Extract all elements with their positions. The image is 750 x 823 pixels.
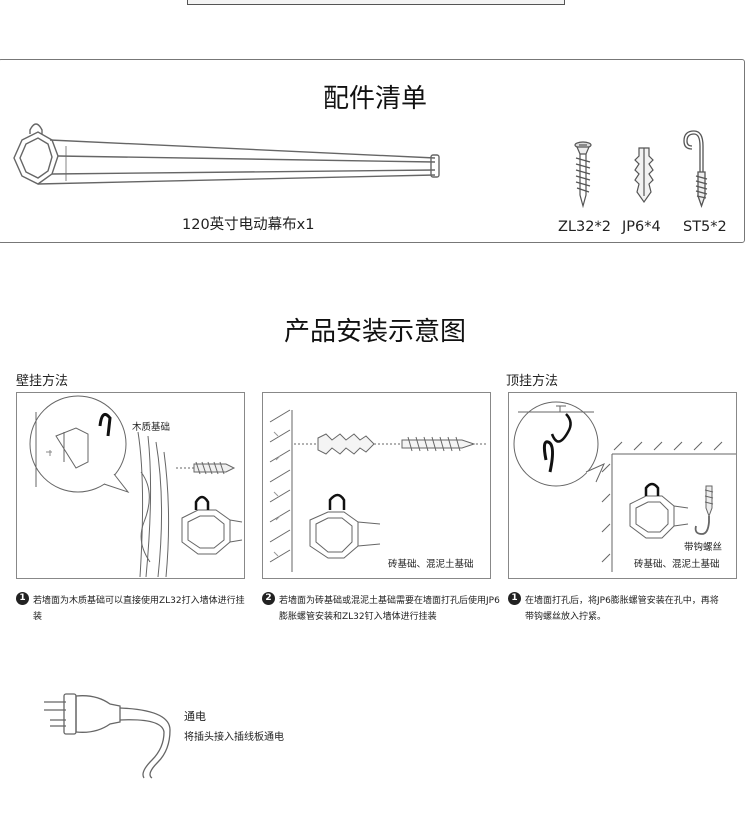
ceiling-diagram bbox=[513, 401, 736, 572]
install-panel-brick bbox=[262, 392, 491, 579]
ceiling-note: 在墙面打孔后，将JP6膨胀螺管安装在孔中，再将带钩螺丝放入拧紧。 bbox=[525, 596, 719, 622]
accessories-panel bbox=[0, 59, 745, 243]
brick-wall-diagram bbox=[269, 409, 488, 572]
wood-base-tag: 木质基础 bbox=[132, 422, 171, 433]
anchor-plug-icon bbox=[634, 147, 654, 204]
wood-wall-diagram bbox=[29, 395, 243, 578]
ceiling-base-tag: 砖基础、混泥土基础 bbox=[634, 559, 720, 570]
part-label-jp6: JP6*4 bbox=[622, 219, 661, 235]
accessories-title: 配件清单 bbox=[322, 84, 427, 114]
hook-screw-tag: 带钩螺丝 bbox=[684, 542, 723, 553]
wood-note: 若墙面为木质基础可以直接使用ZL32打入墙体进行挂装 bbox=[33, 596, 245, 622]
screw-icon bbox=[574, 141, 592, 209]
part-label-st5: ST5*2 bbox=[683, 219, 727, 235]
hook-screw-icon bbox=[683, 130, 708, 208]
screen-label: 120英寸电动幕布x1 bbox=[182, 217, 315, 233]
ceiling-mount-heading: 顶挂方法 bbox=[506, 374, 559, 389]
step-number-badge: 2 bbox=[262, 592, 275, 605]
install-title: 产品安装示意图 bbox=[283, 317, 466, 347]
brick-base-tag: 砖基础、混泥土基础 bbox=[388, 559, 474, 570]
top-bar bbox=[187, 0, 565, 5]
part-label-zl32: ZL32*2 bbox=[558, 219, 611, 235]
wall-mount-heading: 壁挂方法 bbox=[16, 374, 69, 389]
power-desc: 将插头接入插线板通电 bbox=[184, 732, 284, 743]
brick-note: 若墙面为砖基础或混泥土基础需要在墙面打孔后使用JP6膨胀螺管安装和ZL32钉入墙… bbox=[279, 596, 500, 622]
power-title: 通电 bbox=[184, 710, 206, 723]
power-plug-icon bbox=[44, 693, 171, 779]
install-panel-ceiling bbox=[508, 392, 737, 579]
step-number-badge: 1 bbox=[16, 592, 29, 605]
step-number-badge: 1 bbox=[508, 592, 521, 605]
